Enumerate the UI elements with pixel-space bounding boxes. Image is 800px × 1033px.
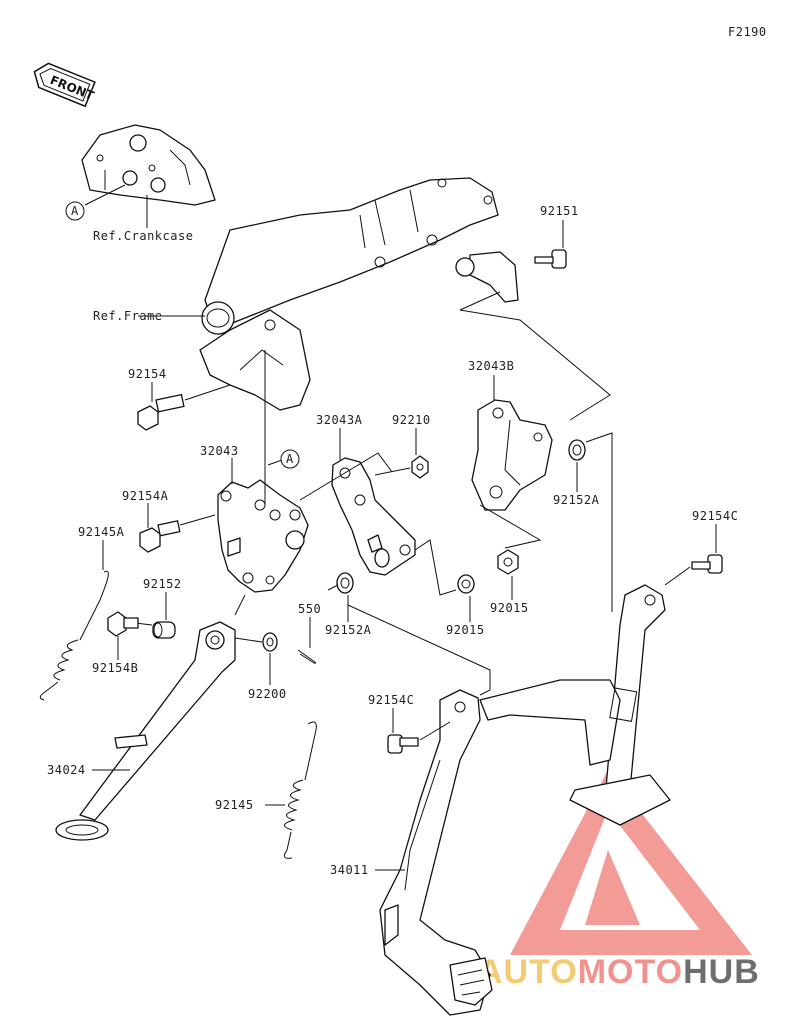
bracket-32043: [217, 479, 309, 593]
label-92152A-mid: 92152A: [325, 623, 372, 637]
bolt-92154C-right: [691, 554, 723, 574]
bolt-92154A: [139, 520, 181, 553]
label-92015-top: 92015: [490, 601, 529, 615]
label-32043B: 32043B: [468, 359, 514, 373]
label-92154: 92154: [128, 367, 167, 381]
circle-a-label-1: A: [71, 204, 79, 218]
label-92015-bottom: 92015: [446, 623, 485, 637]
label-92154C-right: 92154C: [692, 509, 738, 523]
watermark-hub: HUB: [683, 953, 760, 991]
bracket-32043B: [471, 399, 553, 511]
watermark-auto: AUTO: [478, 953, 578, 991]
side-stand-34024: [55, 621, 236, 841]
bolt-92151: [534, 249, 567, 269]
collar-92152A-mid: [336, 572, 354, 594]
watermark: AUTOMOTOHUB: [478, 770, 760, 991]
main-stand-34011: [379, 584, 671, 1016]
watermark-moto: MOTO: [578, 953, 683, 991]
label-92154A: 92154A: [122, 489, 169, 503]
label-92145: 92145: [215, 798, 254, 812]
label-92154B: 92154B: [92, 661, 138, 675]
nut-92210: [411, 455, 429, 479]
nut-92015-top: [497, 549, 519, 575]
watermark-triangle-inner: [585, 850, 640, 925]
svg-text:AUTOMOTOHUB: AUTOMOTOHUB: [478, 953, 760, 991]
collar-92152A-right: [568, 439, 586, 461]
spring-92145A: [39, 570, 109, 701]
label-92152A-right: 92152A: [553, 493, 600, 507]
bolt-92154: [137, 393, 185, 431]
label-92151: 92151: [540, 204, 579, 218]
label-ref-frame: Ref.Frame: [93, 309, 163, 323]
label-92145A: 92145A: [78, 525, 125, 539]
spring-92145: [283, 721, 317, 859]
label-92210: 92210: [392, 413, 431, 427]
bracket-32043A: [331, 457, 416, 576]
callout-circle-a-2: A: [280, 449, 300, 469]
figure-code: F2190: [728, 25, 767, 39]
frame-reference: [199, 177, 519, 411]
label-32043: 32043: [200, 444, 239, 458]
collar-92152: [152, 621, 176, 639]
label-34024: 34024: [47, 763, 86, 777]
crankcase-reference: [81, 124, 216, 206]
watermark-triangle: [510, 770, 752, 955]
washer-92200: [262, 632, 278, 652]
label-92154C-left: 92154C: [368, 693, 414, 707]
label-550: 550: [298, 602, 321, 616]
label-32043A: 32043A: [316, 413, 363, 427]
label-92200: 92200: [248, 687, 287, 701]
label-92152: 92152: [143, 577, 182, 591]
bolt-92154B: [107, 611, 139, 637]
label-34011: 34011: [330, 863, 369, 877]
circle-a-label-2: A: [286, 452, 294, 466]
callout-circle-a-1: A: [65, 201, 85, 221]
cotter-pin-550: [297, 649, 317, 664]
label-ref-crankcase: Ref.Crankcase: [93, 229, 193, 243]
nut-92015-bottom: [457, 574, 475, 594]
bolt-92154C-left: [387, 734, 419, 754]
front-arrow-icon: FRONT: [33, 62, 97, 108]
